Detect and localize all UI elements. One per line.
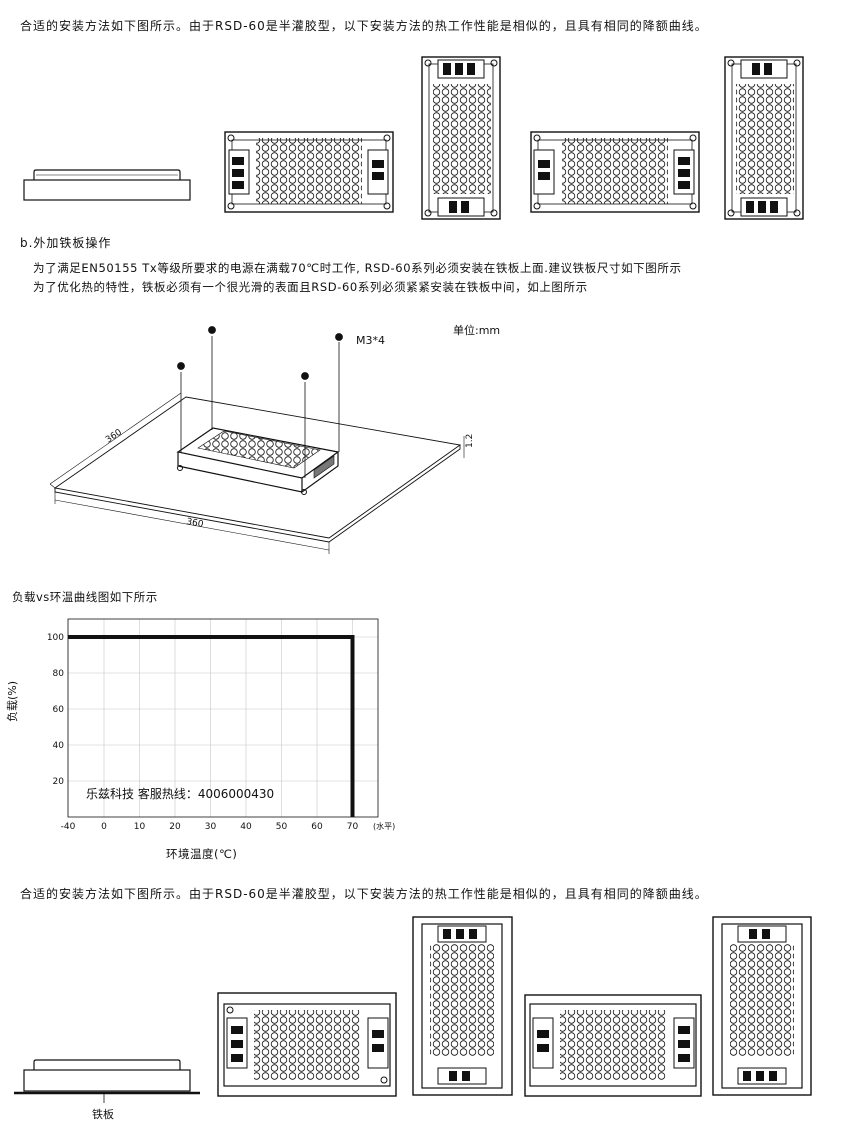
y-tick-label: 20 — [53, 777, 65, 787]
y-tick-label: 40 — [53, 741, 65, 751]
module-vertical-1 — [421, 56, 501, 220]
intro-text-bottom: 合适的安装方法如下图所示。由于RSD-60是半灌胶型，以下安装方法的热工作性能是… — [20, 887, 708, 901]
x-tick-label: 50 — [276, 822, 288, 832]
dim-bottom-label: 360 — [185, 517, 204, 530]
chart-ticks: -40 0 10 20 30 40 50 60 70 20 40 60 80 100 — [47, 633, 359, 832]
section-b-line-2: 为了优化热的特性，铁板必须有一个很光滑的表面且RSD-60系列必须紧紧安装在铁板… — [33, 280, 588, 294]
chart-watermark: 乐兹科技 客服热线：4006000430 — [86, 787, 275, 801]
x-axis-unit: (水平) — [373, 821, 395, 831]
chart-plot-frame — [67, 618, 379, 818]
module-vertical-framed-2 — [721, 923, 803, 1089]
module-side-view-bottom — [23, 1059, 191, 1092]
intro-text-top: 合适的安装方法如下图所示。由于RSD-60是半灌胶型，以下安装方法的热工作性能是… — [20, 19, 708, 33]
module-vertical-2 — [724, 56, 804, 220]
x-tick-label: 70 — [347, 822, 359, 832]
module-side-view — [23, 169, 191, 201]
x-tick-label: 20 — [169, 822, 181, 832]
module-on-plate — [176, 427, 340, 495]
plate-diagram: 360 360 1.2 — [49, 326, 475, 554]
chart-x-axis-label: 环境温度(℃) — [166, 847, 238, 861]
module-vertical-framed-1 — [421, 923, 503, 1089]
y-tick-label: 60 — [53, 705, 65, 715]
module-horizontal-2 — [530, 131, 700, 213]
plate-label: 铁板 — [92, 1108, 114, 1121]
x-tick-label: 0 — [101, 822, 107, 832]
y-tick-label: 80 — [53, 669, 65, 679]
x-tick-label: 60 — [311, 822, 323, 832]
x-tick-label: -40 — [61, 822, 76, 832]
module-horizontal-1 — [224, 131, 394, 213]
x-tick-label: 10 — [134, 822, 146, 832]
module-horizontal-framed-2 — [529, 1003, 697, 1087]
derating-title: 负载vs环温曲线图如下所示 — [12, 590, 158, 604]
section-b-heading: b.外加铁板操作 — [20, 236, 112, 250]
screw-label: M3*4 — [356, 334, 385, 347]
screws — [177, 326, 343, 478]
derating-series-line — [68, 635, 355, 817]
x-tick-label: 40 — [240, 822, 252, 832]
section-b-line-1: 为了满足EN50155 Tx等级所要求的电源在满载70℃时工作, RSD-60系… — [33, 261, 682, 275]
module-horizontal-framed-1 — [223, 1003, 391, 1087]
derating-chart: -40 0 10 20 30 40 50 60 70 20 40 60 80 100 (水平) — [47, 618, 395, 832]
dim-thickness-label: 1.2 — [465, 434, 475, 448]
x-tick-label: 30 — [205, 822, 217, 832]
top-mount-figures — [23, 56, 804, 220]
y-tick-label: 100 — [47, 633, 64, 643]
unit-label: 单位:mm — [453, 324, 501, 337]
